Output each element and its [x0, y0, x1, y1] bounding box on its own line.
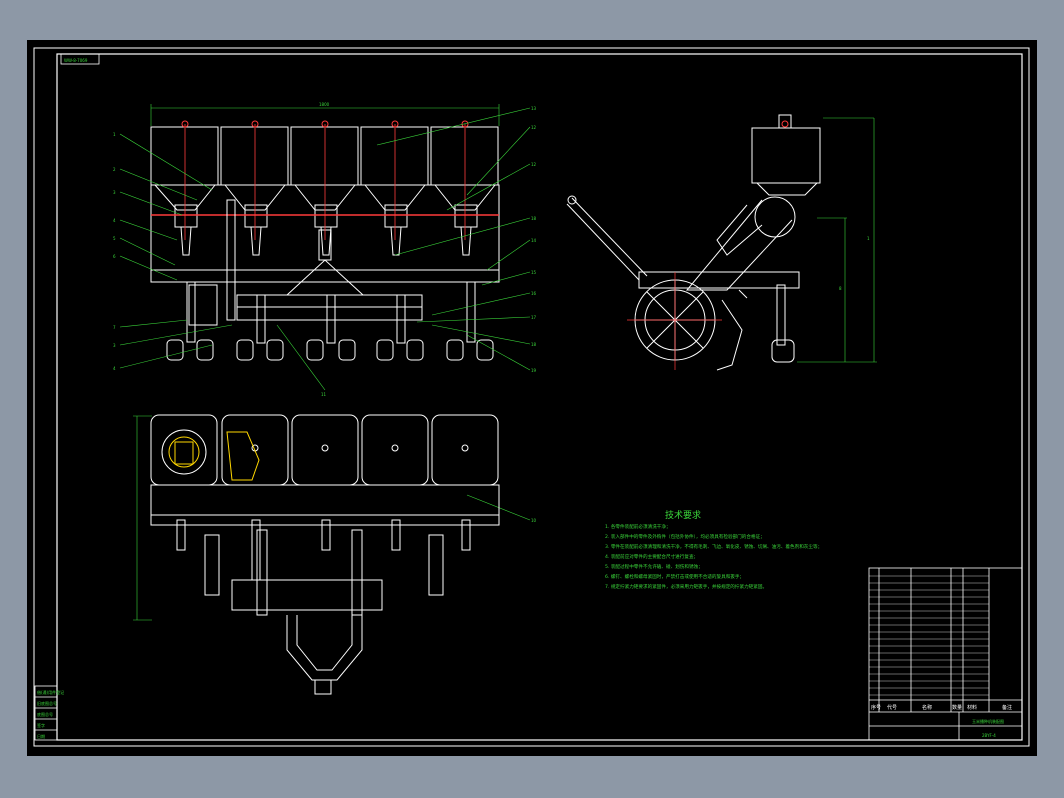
svg-text:4: 4: [113, 218, 116, 223]
svg-text:17: 17: [531, 315, 537, 320]
svg-text:代号: 代号: [887, 704, 897, 711]
left-column: [34, 685, 58, 741]
assembly-drawing: WW-8-7069: [33, 47, 1030, 747]
inner-border: [56, 53, 1023, 741]
svg-text:12: 12: [531, 125, 537, 130]
svg-text:5: 5: [113, 236, 116, 241]
front-view: [150, 104, 500, 361]
svg-text:3: 3: [113, 190, 116, 195]
svg-text:18: 18: [531, 342, 537, 347]
callout-plan: 10: [531, 518, 537, 523]
svg-text:签字: 签字: [37, 722, 45, 728]
svg-text:4. 装配前应对零件的主要配合尺寸进行复查；: 4. 装配前应对零件的主要配合尺寸进行复查；: [605, 553, 698, 560]
bom-rows: [869, 575, 989, 696]
svg-text:1: 1: [113, 132, 116, 137]
dim-height: 1: [867, 236, 870, 241]
svg-text:备注: 备注: [1002, 704, 1012, 711]
svg-text:数量: 数量: [952, 704, 962, 711]
svg-text:6. 螺钉、螺栓和螺母紧固时，严禁打击或使用不合适的旋具和扳: 6. 螺钉、螺栓和螺母紧固时，严禁打击或使用不合适的旋具和扳手；: [605, 573, 744, 580]
svg-text:材料: 材料: [967, 704, 977, 711]
svg-text:2. 装入部件中的零件及外购件（包括外协件），均必须具有检验: 2. 装入部件中的零件及外购件（包括外协件），均必须具有检验部门的合格证；: [605, 533, 765, 540]
svg-text:14: 14: [531, 238, 537, 243]
svg-text:7. 规定拧紧力矩要求的紧固件，必须采用力矩扳手，并按规定的: 7. 规定拧紧力矩要求的紧固件，必须采用力矩扳手，并按规定的拧紧力矩紧固。: [605, 583, 767, 590]
svg-text:底图总号: 底图总号: [37, 711, 53, 717]
svg-text:13: 13: [531, 106, 537, 111]
svg-text:19: 19: [531, 368, 537, 373]
tech-title: 技术要求: [665, 509, 701, 521]
drawing-tag: WW-8-7069: [64, 58, 88, 63]
svg-text:借(通)用件登记: 借(通)用件登记: [37, 689, 64, 695]
drawing-name: 玉米播种机装配图: [972, 718, 1004, 724]
svg-text:5. 装配过程中零件不允许磕、碰、划伤和锈蚀；: 5. 装配过程中零件不允许磕、碰、划伤和锈蚀；: [605, 563, 703, 570]
svg-text:3: 3: [113, 343, 116, 348]
left-column-labels: 借(通)用件登记 旧底图总号 底图总号 签字 日期: [37, 689, 64, 739]
svg-text:旧底图总号: 旧底图总号: [37, 700, 57, 706]
svg-text:日期: 日期: [37, 733, 45, 739]
plan-view: [133, 414, 500, 695]
callout-bottom: 11: [321, 392, 327, 397]
svg-text:6: 6: [113, 254, 116, 259]
svg-text:2: 2: [113, 167, 116, 172]
bom-headers: 序号 代号 名称 数量 材料 备注: [871, 704, 1012, 711]
svg-text:18: 18: [531, 216, 537, 221]
title-block: [868, 567, 1023, 741]
svg-text:15: 15: [531, 270, 537, 275]
svg-text:序号: 序号: [871, 704, 881, 711]
outer-border: [33, 47, 1030, 747]
leader-lines: [119, 107, 531, 521]
dim-top: 1800: [319, 102, 330, 107]
svg-text:1. 各零件装配前必须清洗干净；: 1. 各零件装配前必须清洗干净；: [605, 523, 671, 530]
side-view: [566, 114, 877, 371]
tech-requirements: 技术要求 1. 各零件装配前必须清洗干净； 2. 装入部件中的零件及外购件（包括…: [605, 509, 822, 590]
dim-height-2: 8: [839, 286, 842, 291]
svg-text:3. 零件在装配前必须清理和清洗干净，不得有毛刺、飞边、氧化: 3. 零件在装配前必须清理和清洗干净，不得有毛刺、飞边、氧化皮、锈蚀、切屑、油污…: [605, 543, 822, 550]
svg-text:12: 12: [531, 162, 537, 167]
svg-text:名称: 名称: [922, 704, 932, 711]
callouts-left: 1 2 3 4 5 6 7 3 4: [113, 132, 116, 371]
drawing-canvas: WW-8-7069: [27, 40, 1037, 756]
svg-text:16: 16: [531, 291, 537, 296]
drawing-code: 2BYF-4: [982, 733, 996, 738]
callouts-right: 13 12 12 18 14 15 16 17 18 19: [531, 106, 537, 373]
svg-text:7: 7: [113, 325, 116, 330]
svg-text:4: 4: [113, 366, 116, 371]
drawing-tag-box: [60, 53, 100, 65]
